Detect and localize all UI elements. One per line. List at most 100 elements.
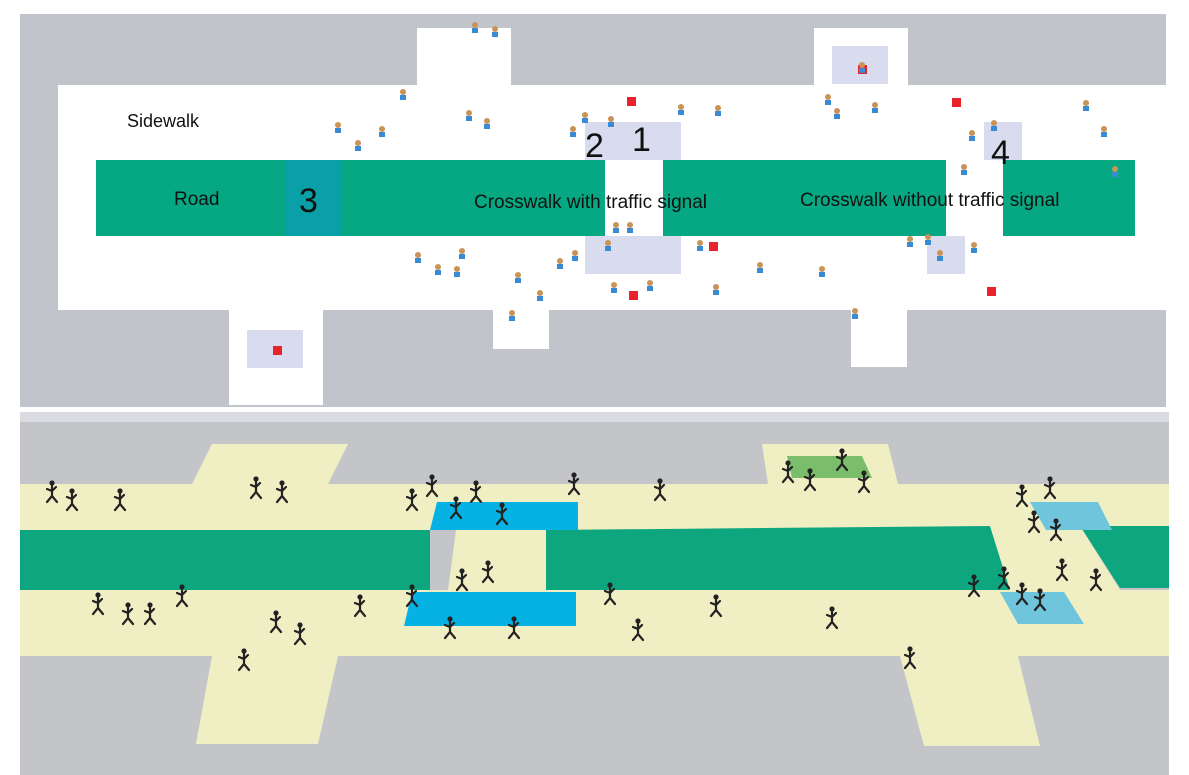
pedestrian-icon	[937, 250, 943, 261]
walker-figure-icon	[1043, 480, 1057, 500]
top-down-map: Sidewalk Road Crosswalk with traffic sig…	[20, 14, 1166, 407]
walker-figure-icon	[495, 506, 509, 526]
pedestrian-icon	[537, 290, 543, 301]
sim-road	[20, 526, 1169, 590]
walker-figure-icon	[121, 606, 135, 626]
pedestrian-icon	[825, 94, 831, 105]
walker-head	[69, 488, 75, 494]
walker-head	[357, 594, 363, 600]
walker-figure-icon	[469, 484, 483, 504]
walker-figure-icon	[113, 492, 127, 512]
walker-head	[241, 648, 247, 654]
pedestrian-icon	[971, 242, 977, 253]
walker-figure-icon	[653, 482, 667, 502]
sim-crosswalk-right	[990, 526, 1120, 590]
walker-figure-icon	[903, 650, 917, 670]
sim-top-strip	[20, 412, 1169, 422]
walker-figure-icon	[825, 610, 839, 630]
pedestrian-icon	[613, 222, 619, 233]
walker-figure-icon	[405, 588, 419, 608]
pedestrian-icon	[355, 140, 361, 151]
walker-head	[1001, 566, 1007, 572]
waiting-zones	[247, 46, 1022, 368]
walker-head	[459, 568, 465, 574]
pedestrian-icon	[400, 89, 406, 100]
walker-head	[409, 584, 415, 590]
pedestrian-icon	[859, 62, 865, 73]
walker-figure-icon	[967, 578, 981, 598]
walker-figure-icon	[1015, 488, 1029, 508]
walker-head	[971, 574, 977, 580]
walker-head	[1019, 582, 1025, 588]
walker-head	[1037, 588, 1043, 594]
pedestrian-icon	[872, 102, 878, 113]
pedestrian-icon	[713, 284, 719, 295]
pedestrian-icon	[454, 266, 460, 277]
goal-marker-icon	[709, 242, 718, 251]
zone-3	[285, 160, 342, 236]
walker-head	[125, 602, 131, 608]
walker-figure-icon	[567, 476, 581, 496]
walker-head	[179, 584, 185, 590]
walkers	[45, 448, 1103, 672]
walker-head	[907, 646, 913, 652]
pedestrian-icon	[572, 250, 578, 261]
walker-figure-icon	[249, 480, 263, 500]
pedestrians	[335, 22, 1118, 321]
walker-figure-icon	[709, 598, 723, 618]
walker-figure-icon	[65, 492, 79, 512]
pedestrian-icon	[335, 122, 341, 133]
pedestrian-icon	[627, 222, 633, 233]
walker-figure-icon	[405, 492, 419, 512]
walker-head	[635, 618, 641, 624]
goal-marker-icon	[273, 346, 282, 355]
walker-head	[607, 582, 613, 588]
walker-figure-icon	[803, 472, 817, 492]
walker-head	[95, 592, 101, 598]
pedestrian-icon	[1101, 126, 1107, 137]
walker-figure-icon	[1089, 572, 1103, 592]
pedestrian-icon	[819, 266, 825, 277]
pedestrian-icon	[757, 262, 763, 273]
crosswalk-signal-label: Crosswalk with traffic signal	[474, 192, 707, 213]
walker-figure-icon	[997, 570, 1011, 590]
walker-head	[273, 610, 279, 616]
walker-figure-icon	[443, 620, 457, 640]
pedestrian-icon	[605, 240, 611, 251]
walker-figure-icon	[293, 626, 307, 646]
walker-head	[511, 616, 517, 622]
walker-head	[1093, 568, 1099, 574]
crosswalk-no-signal-label: Crosswalk without traffic signal	[800, 190, 1059, 211]
walker-head	[807, 468, 813, 474]
sim-crosswalk	[448, 530, 546, 590]
marker-1: 1	[632, 121, 651, 159]
walker-head	[1031, 510, 1037, 516]
walker-head	[473, 480, 479, 486]
pedestrian-icon	[715, 105, 721, 116]
walker-figure-icon	[1049, 522, 1063, 542]
walker-head	[409, 488, 415, 494]
walker-head	[453, 496, 459, 502]
pedestrian-icon	[472, 22, 478, 33]
walker-figure-icon	[275, 484, 289, 504]
walker-head	[447, 616, 453, 622]
walker-figure-icon	[1015, 586, 1029, 606]
walker-figure-icon	[237, 652, 251, 672]
pedestrian-icon	[484, 118, 490, 129]
pedestrian-icon	[570, 126, 576, 137]
walker-head	[429, 474, 435, 480]
walker-head	[49, 480, 55, 486]
goal-marker-icon	[987, 287, 996, 296]
pedestrian-icon	[969, 130, 975, 141]
walker-figure-icon	[449, 500, 463, 520]
pedestrian-icon	[1112, 166, 1118, 177]
goal-marker-icon	[952, 98, 961, 107]
sidewalk-label: Sidewalk	[127, 111, 200, 131]
walker-figure-icon	[603, 586, 617, 606]
walker-head	[839, 448, 845, 454]
walker-head	[785, 460, 791, 466]
pedestrian-icon	[961, 164, 967, 175]
road	[96, 160, 1135, 236]
pedestrian-icon	[991, 120, 997, 131]
pedestrian-icon	[435, 264, 441, 275]
